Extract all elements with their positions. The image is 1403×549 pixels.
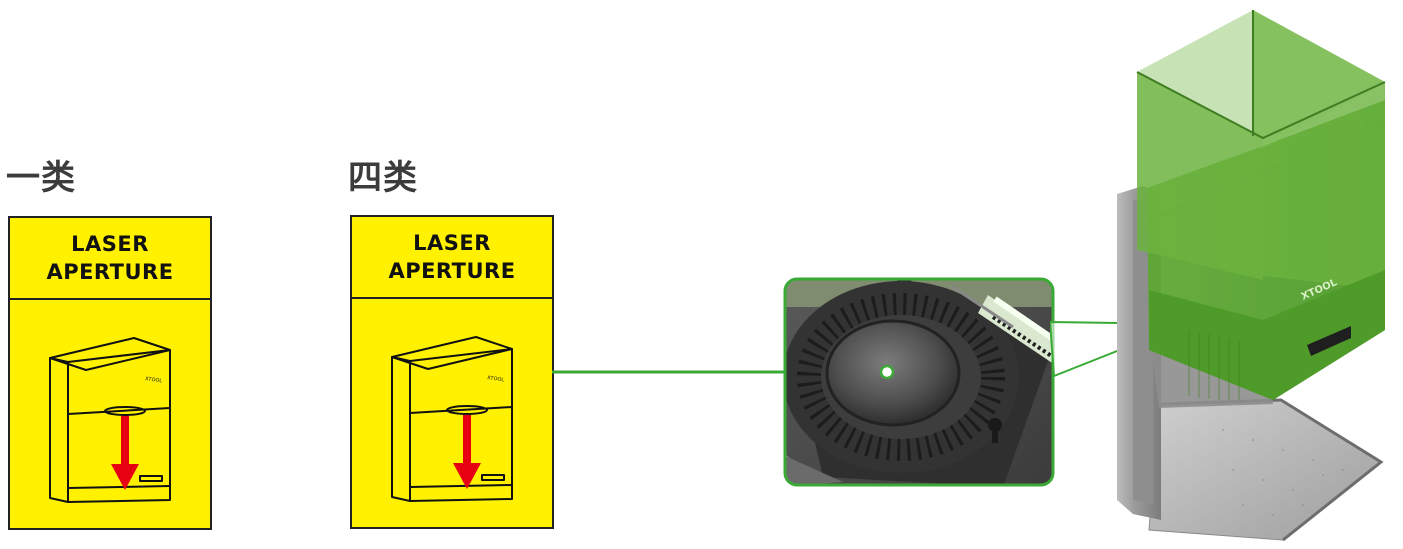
label-header: LASER APERTURE (10, 218, 210, 300)
svg-text:XTOOL: XTOOL (145, 376, 163, 384)
machine-outline-icon: XTOOL (391, 336, 513, 502)
class-label-left: 一类 (6, 158, 76, 198)
label-title-line2: APERTURE (388, 259, 516, 283)
aperture-point-marker (879, 364, 895, 380)
aperture-zoom-detail (783, 277, 1055, 487)
label-title-line2: APERTURE (46, 260, 174, 284)
class-label-right: 四类 (348, 158, 418, 198)
laser-aperture-label-right: LASER APERTURE XTOOL (350, 215, 554, 529)
label-header: LASER APERTURE (352, 217, 552, 299)
svg-text:XTOOL: XTOOL (487, 375, 505, 383)
laser-aperture-label-left: LASER APERTURE XTOOL (8, 216, 212, 530)
laser-engraver-device: XTOOL (1117, 10, 1386, 542)
arrow-shaft (121, 416, 129, 468)
label-title-line1: LASER (413, 231, 491, 255)
arrow-head (111, 464, 139, 490)
machine-outline-icon: XTOOL (49, 337, 171, 503)
label-title-line1: LASER (71, 232, 149, 256)
arrow-head (453, 463, 481, 489)
arrow-shaft (463, 415, 471, 467)
